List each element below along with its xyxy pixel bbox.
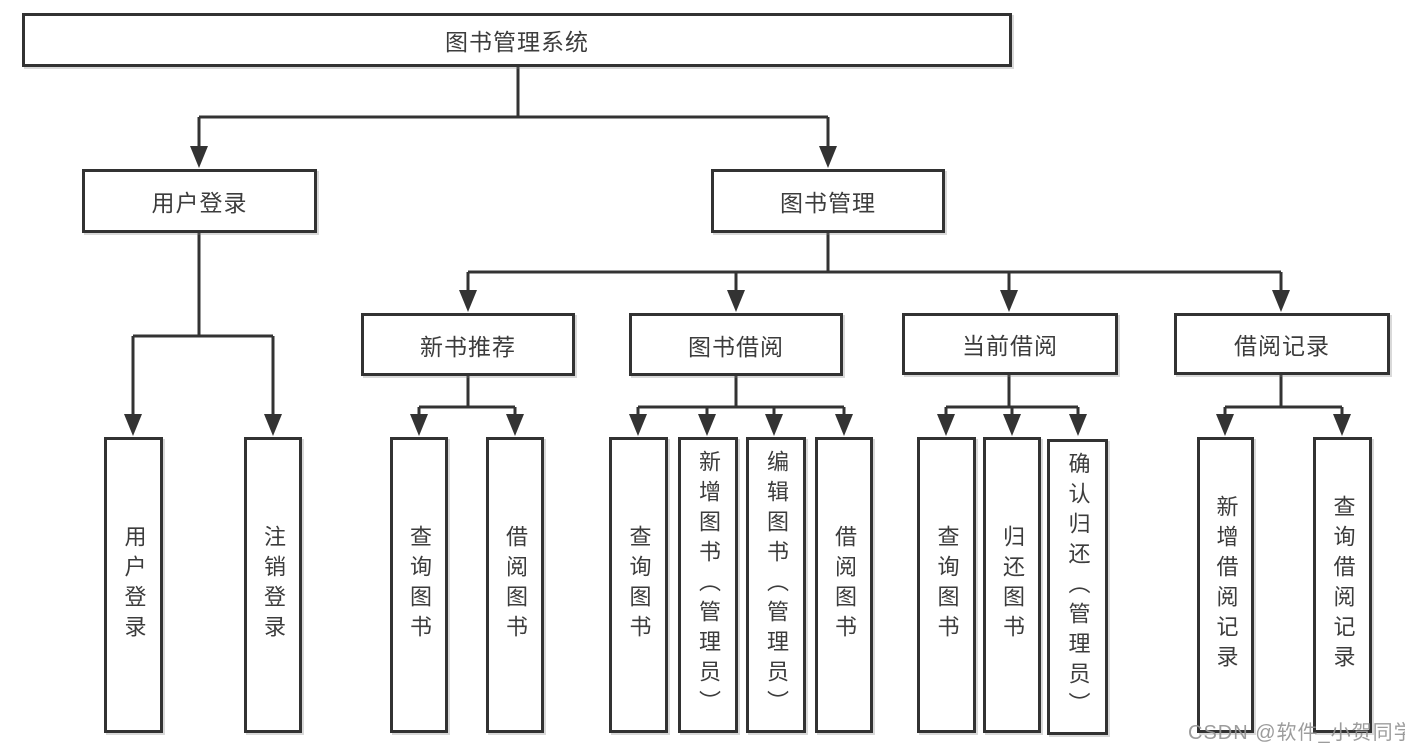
node-label: 查询图书 (626, 525, 652, 645)
leaf-cb-query-books: 查询图书 (917, 437, 976, 733)
node-label: 用户登录 (121, 525, 147, 645)
node-label: 注销登录 (261, 525, 286, 645)
leaf-user-login: 用户登录 (104, 437, 163, 733)
node-user-login: 用户登录 (82, 169, 317, 233)
leaf-cb-confirm-return-admin: 确认归还（管理员） (1047, 439, 1108, 735)
leaf-nb-borrow-books: 借阅图书 (486, 437, 544, 733)
leaf-bb-edit-books-admin: 编辑图书（管理员） (746, 437, 806, 733)
node-label: 归还图书 (1000, 525, 1025, 645)
node-label: 用户登录 (151, 190, 248, 216)
node-library-management-system: 图书管理系统 (22, 13, 1012, 67)
node-book-borrowing: 图书借阅 (629, 313, 843, 376)
tree-edges (131, 67, 1344, 416)
leaf-cb-return-books: 归还图书 (983, 437, 1041, 733)
node-new-book-recommend: 新书推荐 (361, 313, 575, 376)
leaf-nb-query-books: 查询图书 (390, 437, 448, 733)
node-label: 新书推荐 (420, 333, 516, 360)
node-label: 查询借阅记录 (1330, 495, 1356, 675)
node-label: 编辑图书（管理员） (764, 450, 789, 720)
watermark: CSDN @软件_小贺同学 (1188, 722, 1405, 744)
node-label: 查询图书 (934, 525, 960, 645)
arrowheads (124, 146, 1351, 436)
leaf-br-query-record: 查询借阅记录 (1313, 437, 1372, 733)
node-label: 查询图书 (407, 525, 432, 645)
node-label: 借阅图书 (832, 525, 857, 645)
leaf-bb-borrow-books: 借阅图书 (815, 437, 873, 733)
leaf-bb-query-books: 查询图书 (609, 437, 668, 733)
node-label: 当前借阅 (962, 333, 1058, 359)
node-label: 确认归还（管理员） (1065, 452, 1091, 722)
node-current-borrowing: 当前借阅 (902, 313, 1118, 375)
node-label: 图书管理 (780, 190, 876, 216)
node-label: 借阅图书 (503, 525, 528, 645)
node-borrowing-records: 借阅记录 (1174, 313, 1390, 375)
node-label: 图书管理系统 (445, 29, 589, 55)
node-label: 图书借阅 (688, 333, 784, 360)
node-label: 新增借阅记录 (1213, 495, 1239, 675)
leaf-logout: 注销登录 (244, 437, 302, 733)
leaf-br-add-record: 新增借阅记录 (1197, 437, 1254, 733)
node-book-management: 图书管理 (711, 169, 945, 233)
leaf-bb-add-books-admin: 新增图书（管理员） (678, 437, 738, 733)
node-label: 借阅记录 (1234, 333, 1330, 359)
node-label: 新增图书（管理员） (696, 450, 721, 720)
